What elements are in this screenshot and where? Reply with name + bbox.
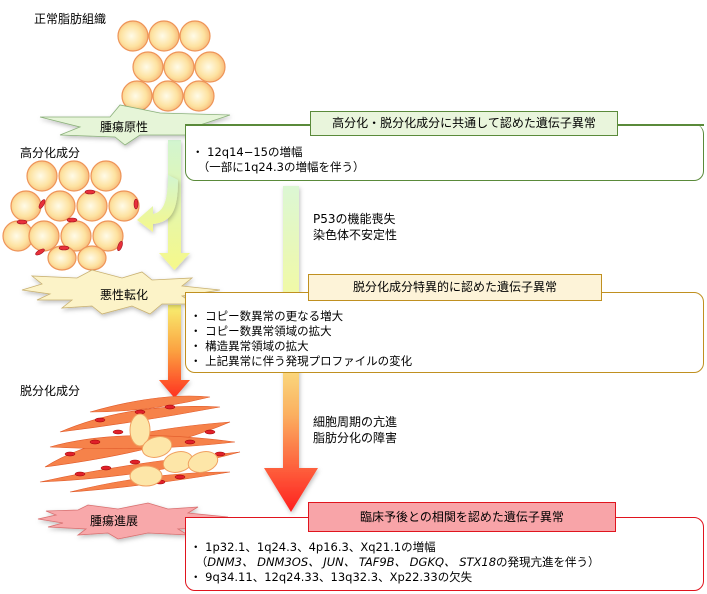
stage-tumorigenesis-label: 腫瘍原性: [100, 120, 149, 134]
common-abnormalities-title: 高分化・脱分化成分に共通して認めた遺伝子異常: [310, 111, 618, 136]
dediff-specific-title: 脱分化成分特異的に認めた遺伝子異常: [308, 274, 602, 301]
list-item: ・ 1p32.1、1q24.3、4p16.3、Xq21.1の増幅: [190, 540, 436, 554]
note-line: 染色体不安定性: [313, 228, 398, 242]
dediff-specific-list: ・ コピー数異常の更なる増大 ・ コピー数異常領域の拡大 ・ 構造異常領域の拡大…: [190, 309, 412, 369]
normal-cell-group: [117, 20, 226, 112]
prognosis-title: 臨床予後との相関を認めた遺伝子異常: [308, 502, 616, 532]
paren-open: （: [190, 555, 208, 569]
normal-tissue-label: 正常脂肪組織: [34, 12, 107, 26]
prognosis-list: ・ 1p32.1、1q24.3、4p16.3、Xq21.1の増幅 （DNM3、 …: [190, 540, 600, 585]
well-differentiated-cells: [2, 160, 140, 271]
dediff-specific-box: [185, 292, 704, 373]
note-line: 脂肪分化の障害: [313, 431, 398, 445]
list-item: ・ コピー数異常の更なる増大: [190, 309, 344, 323]
well-differentiated-label: 高分化成分: [20, 146, 81, 160]
dedifferentiated-cells: [39, 395, 241, 493]
list-item: ・ 9q34.11、12q24.33、13q32.3、Xp22.33の欠失: [190, 570, 473, 584]
gene-list: DNM3、 DNM3OS、 JUN、 TAF9B、 DGKQ、 STX18: [207, 555, 497, 569]
note-line: 細胞周期の亢進: [313, 415, 398, 429]
stage-malignant-shape: [21, 269, 221, 315]
stage-malignant-label: 悪性転化: [100, 288, 149, 302]
list-item: （DNM3、 DNM3OS、 JUN、 TAF9B、 DGKQ、 STX18の発…: [190, 555, 600, 570]
list-item: ・ 構造異常領域の拡大: [190, 339, 309, 353]
list-item: （一部に1q24.3の増幅を伴う）: [192, 160, 365, 174]
dedifferentiated-label: 脱分化成分: [20, 384, 81, 398]
stage-progression-label: 腫瘍進展: [90, 514, 139, 528]
curved-arrow-to-well-differentiated: [137, 175, 178, 232]
cell-cycle-note: 細胞周期の亢進 脂肪分化の障害: [313, 414, 397, 446]
list-item: ・ コピー数異常領域の拡大: [190, 324, 332, 338]
normal-adipocyte-cells: [117, 20, 226, 112]
note-line: P53の機能喪失: [313, 212, 396, 226]
common-abnormalities-list: ・ 12q14−15の増幅 （一部に1q24.3の増幅を伴う）: [192, 145, 364, 175]
list-item: ・ 12q14−15の増幅: [192, 145, 303, 159]
list-item: ・ 上記異常に伴う発現プロファイルの変化: [190, 354, 413, 368]
p53-note: P53の機能喪失 染色体不安定性: [313, 211, 397, 243]
expression-suffix: の発現亢進を伴う）: [496, 555, 600, 569]
left-arrow-lower: [159, 305, 190, 398]
